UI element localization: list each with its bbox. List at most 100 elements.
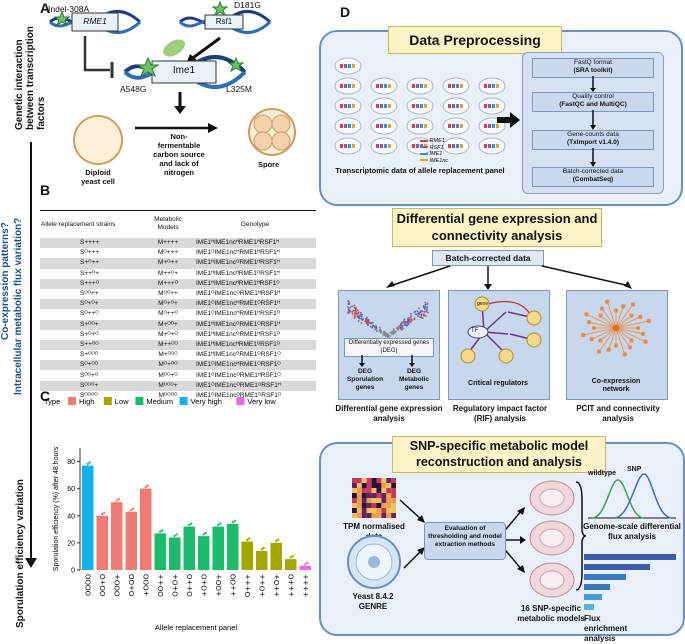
x-tick-label: ++O+ (273, 574, 281, 597)
volcano-point (353, 315, 356, 317)
coexp-edge (615, 320, 649, 329)
gene-mark (488, 84, 491, 88)
gene-mark (452, 104, 455, 108)
gene-mark (492, 124, 495, 128)
heatmap-cell (376, 493, 382, 498)
dge-arrows (386, 265, 632, 290)
heatmap-cell (371, 503, 377, 508)
qc-tool: (FastQC and MultiQC) (559, 101, 627, 108)
coexp-node (606, 347, 611, 352)
model-cell: M+ᴼ++ (142, 258, 194, 269)
heatmap-cell (371, 508, 377, 513)
flux-question: Intracellular metabolic flux variation? (13, 217, 24, 395)
heatmap-cell (366, 483, 372, 488)
heatmap-cell (366, 478, 372, 483)
volcano-point (375, 325, 377, 328)
diploid-label: Diploid yeast cell (81, 168, 115, 186)
coexp-edge (615, 315, 632, 329)
dge-analysis-label: Differential gene expression analysis (335, 404, 443, 423)
data-point (219, 522, 222, 525)
volcano-point (367, 323, 369, 325)
coexp-edge (598, 327, 617, 352)
heatmap-cell (356, 483, 362, 488)
volcano-point (410, 318, 412, 320)
volcano-point (375, 330, 378, 333)
coexp-edge (606, 301, 617, 329)
x-tick-label: O+OO (128, 574, 136, 597)
legend-label: High (79, 397, 94, 406)
coexp-edge (586, 314, 617, 329)
data-point (302, 565, 305, 569)
coexp-edge (615, 306, 624, 329)
volcano-point (414, 313, 417, 316)
table-row: Sᴼ+ᴼ+Mᴼ+ᴼ+IME1ᴼIME1ncᴴRME1ᴼRSF1ᴴ (40, 299, 316, 310)
transcriptomic-label: Transcriptomic data of allele replacemen… (335, 166, 505, 175)
heatmap-cell (352, 493, 357, 498)
fastq-tool: (SRA toolkit) (573, 67, 613, 74)
heatmap-cell (391, 503, 396, 508)
panel-b-letter: B (40, 182, 51, 198)
evaluation-box: Evaluation of thresholding and model ext… (424, 522, 506, 560)
genotype-cell: IME1ᴴIME1ncᴼRME1ᴴRSF1ᴼ (196, 330, 281, 338)
data-point (173, 534, 176, 537)
coexp-edge (588, 321, 617, 329)
genome-flux-label: Genome-scale differential flux analysis (583, 522, 681, 541)
x-tick-label: OO+O (99, 574, 107, 597)
heatmap-cell (356, 493, 362, 498)
genotype-cell: IME1ᴼIME1ncᴼRME1ᴴRSF1ᴴ (196, 290, 281, 298)
strain-cell: Sᴼ++ᴼ (80, 310, 99, 318)
bar (285, 559, 297, 570)
strain-cell: S+ᴼᴼ+ (40, 319, 142, 330)
genotype-cell: IME1ᴼIME1ncᴴRME1ᴴRSF1ᴼ (196, 310, 281, 318)
spore-icon (248, 108, 296, 156)
model-cell: M++++ (142, 238, 194, 249)
volcano-point (375, 327, 377, 329)
fastq-label: FastQ format (574, 59, 612, 66)
gene-mark (344, 84, 347, 88)
volcano-point (357, 311, 360, 314)
volcano-point (358, 315, 361, 318)
volcano-point (416, 313, 419, 315)
legend-swatch (68, 397, 76, 405)
data-point (132, 507, 135, 510)
coexp-edge (608, 327, 617, 350)
data-point (159, 530, 162, 533)
data-point (117, 497, 120, 501)
data-point (306, 561, 309, 565)
volcano-point (426, 309, 428, 311)
x-tick-label: ++OO (229, 574, 237, 597)
volcano-point (380, 331, 383, 334)
volcano-point (361, 313, 363, 316)
coexp-edge (615, 316, 641, 329)
genotype-cell: IME1ᴼIME1ncᴴRME1ᴼRSF1ᴴ (194, 299, 316, 310)
volcano-point (356, 316, 359, 319)
rsf1-gene: Rsf1 (215, 17, 233, 26)
mutation-star-icon (211, 0, 229, 17)
bar (256, 551, 268, 570)
x-tick-label: O+O+ (171, 574, 179, 597)
data-point (246, 538, 249, 542)
coexp-edge (600, 327, 617, 341)
volcano-point (348, 301, 351, 304)
data-point (204, 531, 207, 535)
volcano-point (365, 321, 368, 324)
volcano-point (392, 333, 395, 336)
volcano-point (382, 334, 385, 337)
data-point (130, 508, 133, 512)
heatmap-cell (381, 498, 387, 503)
model-cell: Mᴼᴼ+ᴼ (158, 371, 178, 379)
coexp-node (580, 332, 586, 338)
x-tick-label: O+++ (244, 574, 252, 597)
heatmap-cell (381, 493, 387, 498)
y-tick-label: 60 (67, 486, 75, 493)
heatmap-cell (366, 503, 372, 508)
volcano-point (351, 312, 354, 315)
d181g-label: D181G (234, 0, 261, 10)
coexp-edge (591, 327, 617, 340)
